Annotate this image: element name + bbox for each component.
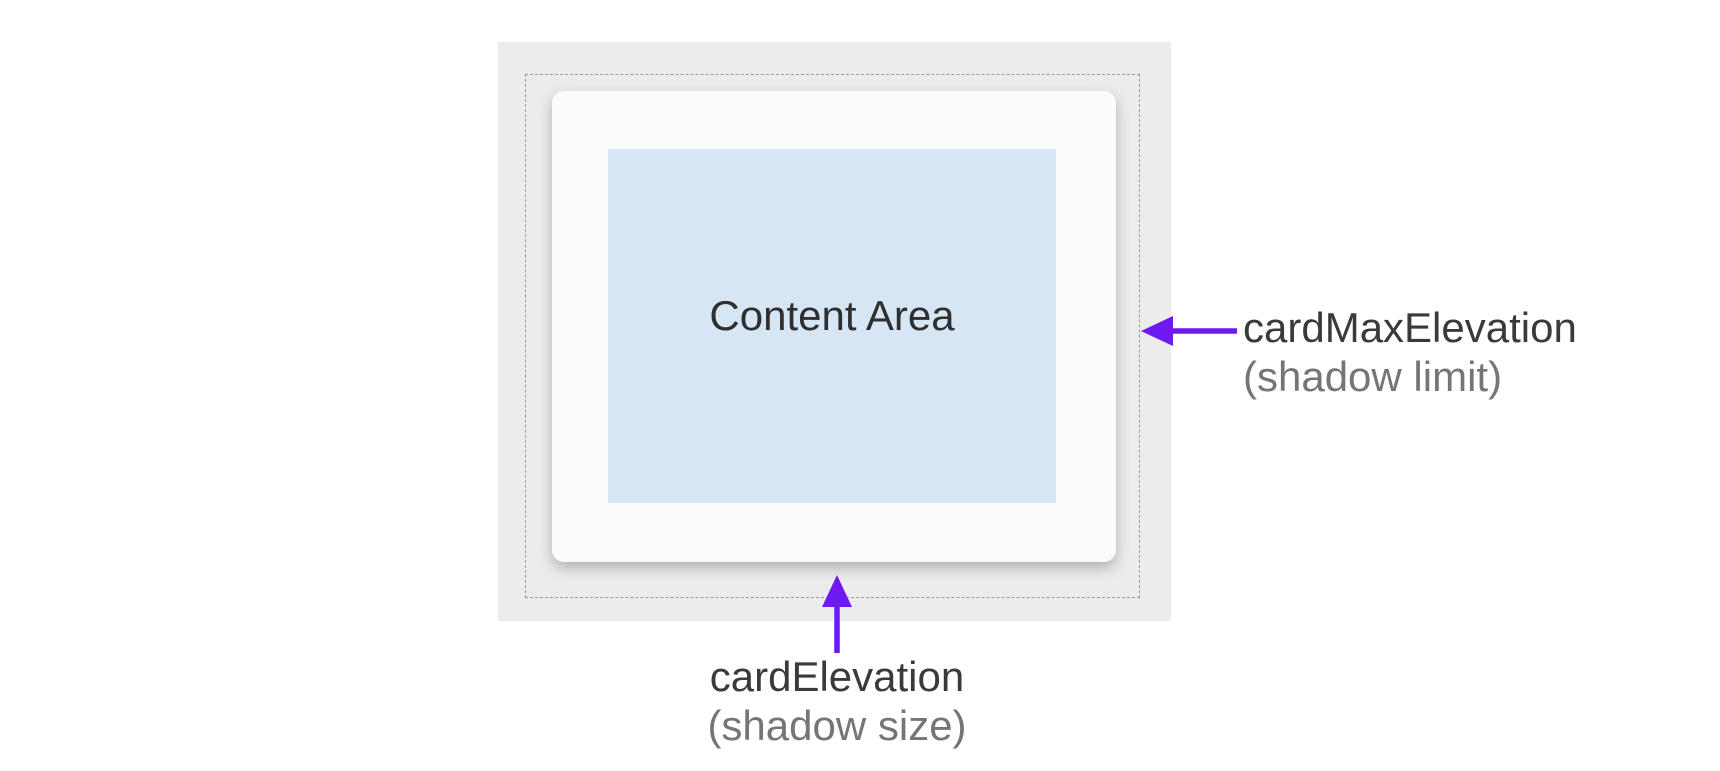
card-max-elevation-subtitle: (shadow limit)	[1243, 353, 1503, 400]
card-elevation-subtitle: (shadow size)	[707, 702, 967, 749]
card-max-elevation-title: cardMaxElevation	[1243, 304, 1577, 351]
annotation-card-max-elevation: cardMaxElevation (shadow limit)	[1243, 303, 1577, 401]
card-elevation-title: cardElevation	[709, 653, 965, 700]
arrow-left-icon	[1141, 316, 1237, 346]
content-area: Content Area	[608, 149, 1056, 503]
arrow-up-icon	[822, 575, 852, 653]
annotation-card-elevation: cardElevation (shadow size)	[587, 652, 1087, 750]
card: Content Area	[552, 91, 1116, 562]
content-area-label: Content Area	[709, 292, 955, 339]
elevation-panel: Content Area	[498, 42, 1171, 621]
